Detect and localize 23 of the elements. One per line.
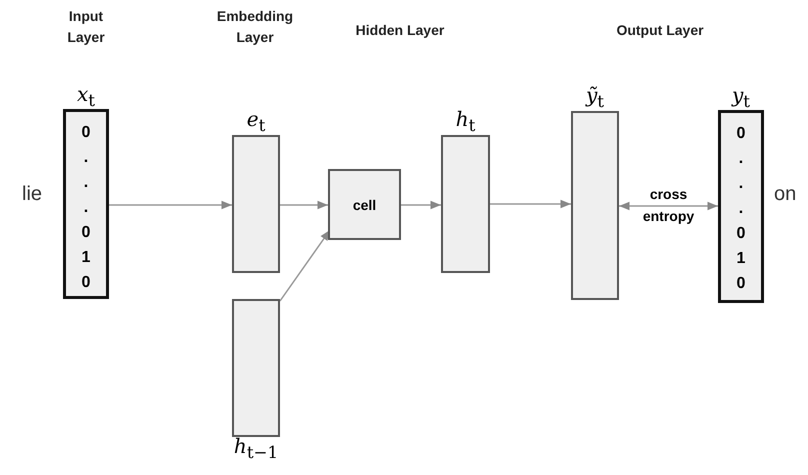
layer-heading: Input Layer: [66, 7, 106, 47]
variable-label: y$_{t}$: [732, 83, 750, 113]
edge-label: cross entropy: [642, 185, 696, 226]
variable-label: x$_{t}$: [77, 82, 95, 112]
arrow: [109, 200, 232, 210]
arrow: [401, 200, 441, 210]
word-label: lie: [22, 183, 42, 206]
arrow: [279, 230, 331, 302]
one-hot-values: 0 . . . 0 1 0: [736, 124, 746, 294]
layer-heading: Embedding Layer: [216, 7, 294, 47]
variable-label: h$_{t−1}$: [234, 434, 278, 464]
one-hot-values: 0 . . . 0 1 0: [81, 123, 91, 293]
cell-label: cell: [352, 196, 378, 212]
word-label: on: [774, 183, 796, 206]
variable-label: h$_{t}$: [456, 107, 476, 137]
variable-label: ỹ$_{t}$: [586, 83, 604, 113]
layer-heading: Output Layer: [615, 21, 705, 40]
variable-label: e$_{t}$: [246, 107, 266, 137]
cell-box: [328, 169, 401, 240]
arrow: [619, 202, 718, 210]
layer-heading: Hidden Layer: [354, 21, 446, 40]
arrow: [490, 200, 571, 208]
arrow: [280, 200, 328, 210]
